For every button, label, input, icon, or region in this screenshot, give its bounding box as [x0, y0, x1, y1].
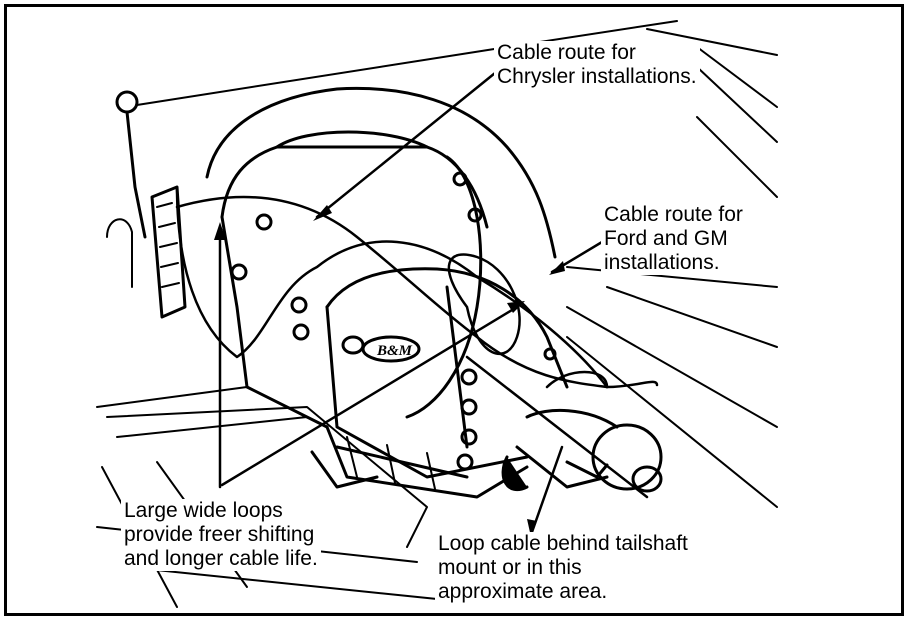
callout-line: provide freer shifting	[124, 523, 315, 546]
shift-cable	[175, 185, 659, 389]
brand-badge: B&M	[376, 343, 413, 359]
callout-line: and longer cable life.	[124, 547, 318, 570]
figure-frame: B&M Cable route for Chrysler installatio…	[4, 4, 904, 616]
callout-line: mount or in this	[438, 556, 582, 579]
pedal-assembly	[115, 90, 187, 319]
transmission-case	[325, 267, 569, 479]
callout-line: installations.	[604, 251, 720, 274]
tunnel-hump	[205, 86, 557, 259]
tailshaft	[501, 408, 663, 493]
callout-line: Cable route for	[497, 41, 636, 64]
callout-line: approximate area.	[438, 580, 608, 603]
callout-line: Ford and GM	[604, 227, 728, 250]
callout-line: Large wide loops	[124, 499, 283, 522]
callout-line: Chrysler installations.	[497, 65, 697, 88]
callout-ford-gm: Cable route for Ford and GM installation…	[601, 203, 746, 275]
bellhousing	[220, 130, 489, 429]
callout-wide-loops: Large wide loops provide freer shifting …	[121, 499, 321, 571]
arrowheads	[214, 205, 565, 537]
oil-pan	[310, 425, 529, 499]
callout-line: Cable route for	[604, 203, 743, 226]
callout-line: Loop cable behind tailshaft	[438, 532, 688, 555]
callout-chrysler: Cable route for Chrysler installations.	[494, 41, 700, 89]
callout-tailshaft-loop: Loop cable behind tailshaft mount or in …	[435, 532, 691, 604]
